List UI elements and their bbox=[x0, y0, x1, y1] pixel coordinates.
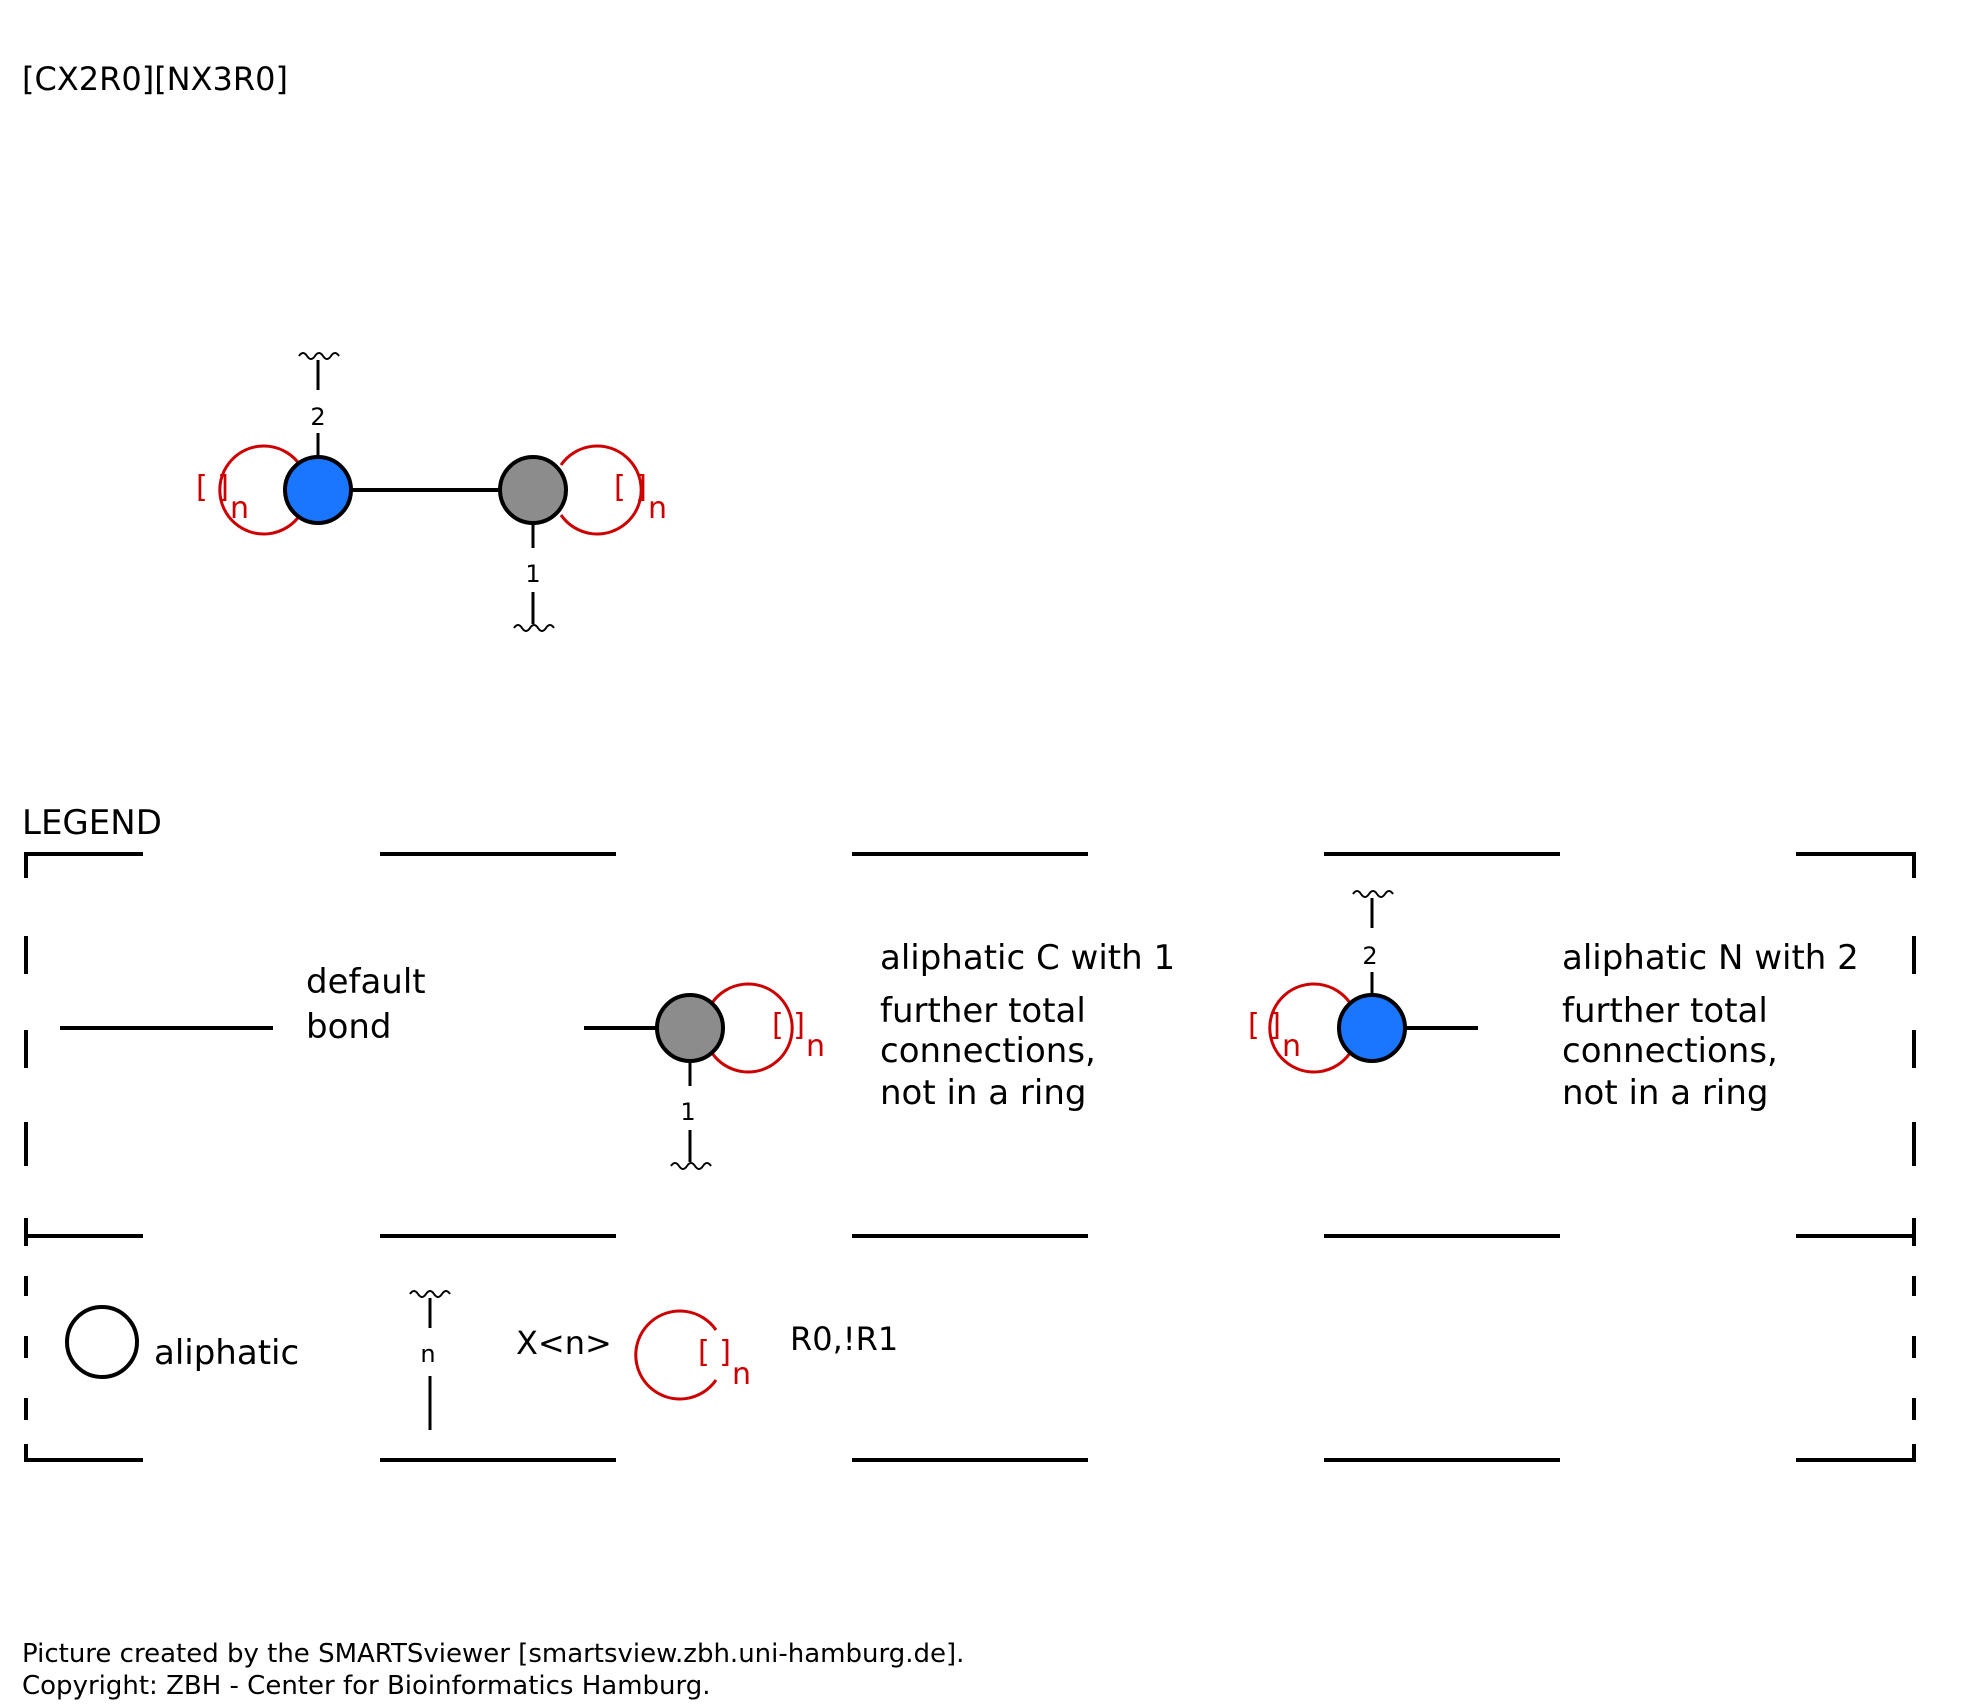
molecule: [ ] n 2 [ ] n 1 bbox=[196, 352, 667, 632]
legend-title: LEGEND bbox=[22, 803, 162, 843]
x-n-label: X<n> bbox=[516, 1324, 612, 1362]
legend-n-count: 2 bbox=[1362, 942, 1377, 970]
aliphatic-label: aliphatic bbox=[154, 1333, 299, 1373]
c-desc-line4: not in a ring bbox=[880, 1073, 1087, 1113]
ring-suffix: n bbox=[732, 1357, 751, 1392]
n-desc-line4: not in a ring bbox=[1562, 1073, 1769, 1113]
legend-n-ring-suffix: n bbox=[1282, 1029, 1301, 1064]
legend-nitrogen-atom bbox=[1337, 993, 1407, 1063]
bond-label-line2: bond bbox=[306, 1007, 392, 1047]
legend-carbon-atom bbox=[655, 993, 725, 1063]
c-desc-line3: connections, bbox=[880, 1031, 1096, 1071]
legend-frame bbox=[24, 852, 1916, 1462]
c-desc-line1: aliphatic C with 1 bbox=[880, 938, 1175, 978]
n-ring-arc bbox=[218, 444, 302, 536]
x-n-symbol: n bbox=[420, 1340, 435, 1368]
legend-n-ring-arc bbox=[1268, 982, 1352, 1074]
n-wavy-end-icon bbox=[298, 352, 340, 360]
legend-c-ring-suffix: n bbox=[806, 1029, 825, 1064]
legend-carbon: [ ] n 1 aliphatic C with 1 further total… bbox=[584, 938, 1175, 1170]
legend-n-ring-bracket: [ ] bbox=[1248, 1008, 1281, 1043]
x-n-wavy-end-icon bbox=[409, 1290, 451, 1298]
footer-credit: Picture created by the SMARTSviewer [sma… bbox=[22, 1639, 964, 1669]
n-ring-bracket: [ ] bbox=[196, 470, 229, 505]
c-ring-arc bbox=[559, 444, 643, 536]
n-desc-line1: aliphatic N with 2 bbox=[1562, 938, 1859, 978]
c-ring-bracket: [ ] bbox=[614, 470, 647, 505]
bond-label-line1: default bbox=[306, 962, 426, 1002]
legend-c-ring-bracket: [ ] bbox=[772, 1008, 805, 1043]
legend-nitrogen: [ ] n 2 aliphatic N with 2 further total… bbox=[1248, 890, 1859, 1113]
legend-n-wavy-end-icon bbox=[1352, 890, 1394, 898]
legend-c-wavy-end-icon bbox=[670, 1162, 712, 1170]
n-connection-count: 2 bbox=[310, 403, 325, 431]
legend-c-ring-arc bbox=[710, 982, 794, 1074]
legend-aliphatic: aliphatic bbox=[65, 1305, 299, 1379]
c-desc-line2: further total bbox=[880, 991, 1086, 1031]
c-connection-count: 1 bbox=[525, 560, 540, 588]
c-wavy-end-icon bbox=[513, 624, 555, 632]
nitrogen-atom bbox=[283, 455, 353, 525]
aliphatic-atom-icon bbox=[65, 1305, 139, 1379]
legend-x-n: n X<n> bbox=[409, 1290, 612, 1430]
ring-bracket: [ ] bbox=[698, 1335, 731, 1370]
n-ring-suffix: n bbox=[230, 491, 249, 526]
ring-label: R0,!R1 bbox=[790, 1320, 898, 1358]
legend-ring: [ ] n R0,!R1 bbox=[634, 1309, 898, 1401]
legend-c-count: 1 bbox=[680, 1098, 695, 1126]
carbon-atom bbox=[498, 455, 568, 525]
smarts-title: [CX2R0][NX3R0] bbox=[22, 60, 288, 98]
n-desc-line3: connections, bbox=[1562, 1031, 1778, 1071]
legend-default-bond: default bond bbox=[60, 962, 426, 1047]
c-ring-suffix: n bbox=[648, 491, 667, 526]
ring-arc bbox=[634, 1309, 718, 1401]
footer-copyright: Copyright: ZBH - Center for Bioinformati… bbox=[22, 1671, 711, 1701]
n-desc-line2: further total bbox=[1562, 991, 1768, 1031]
